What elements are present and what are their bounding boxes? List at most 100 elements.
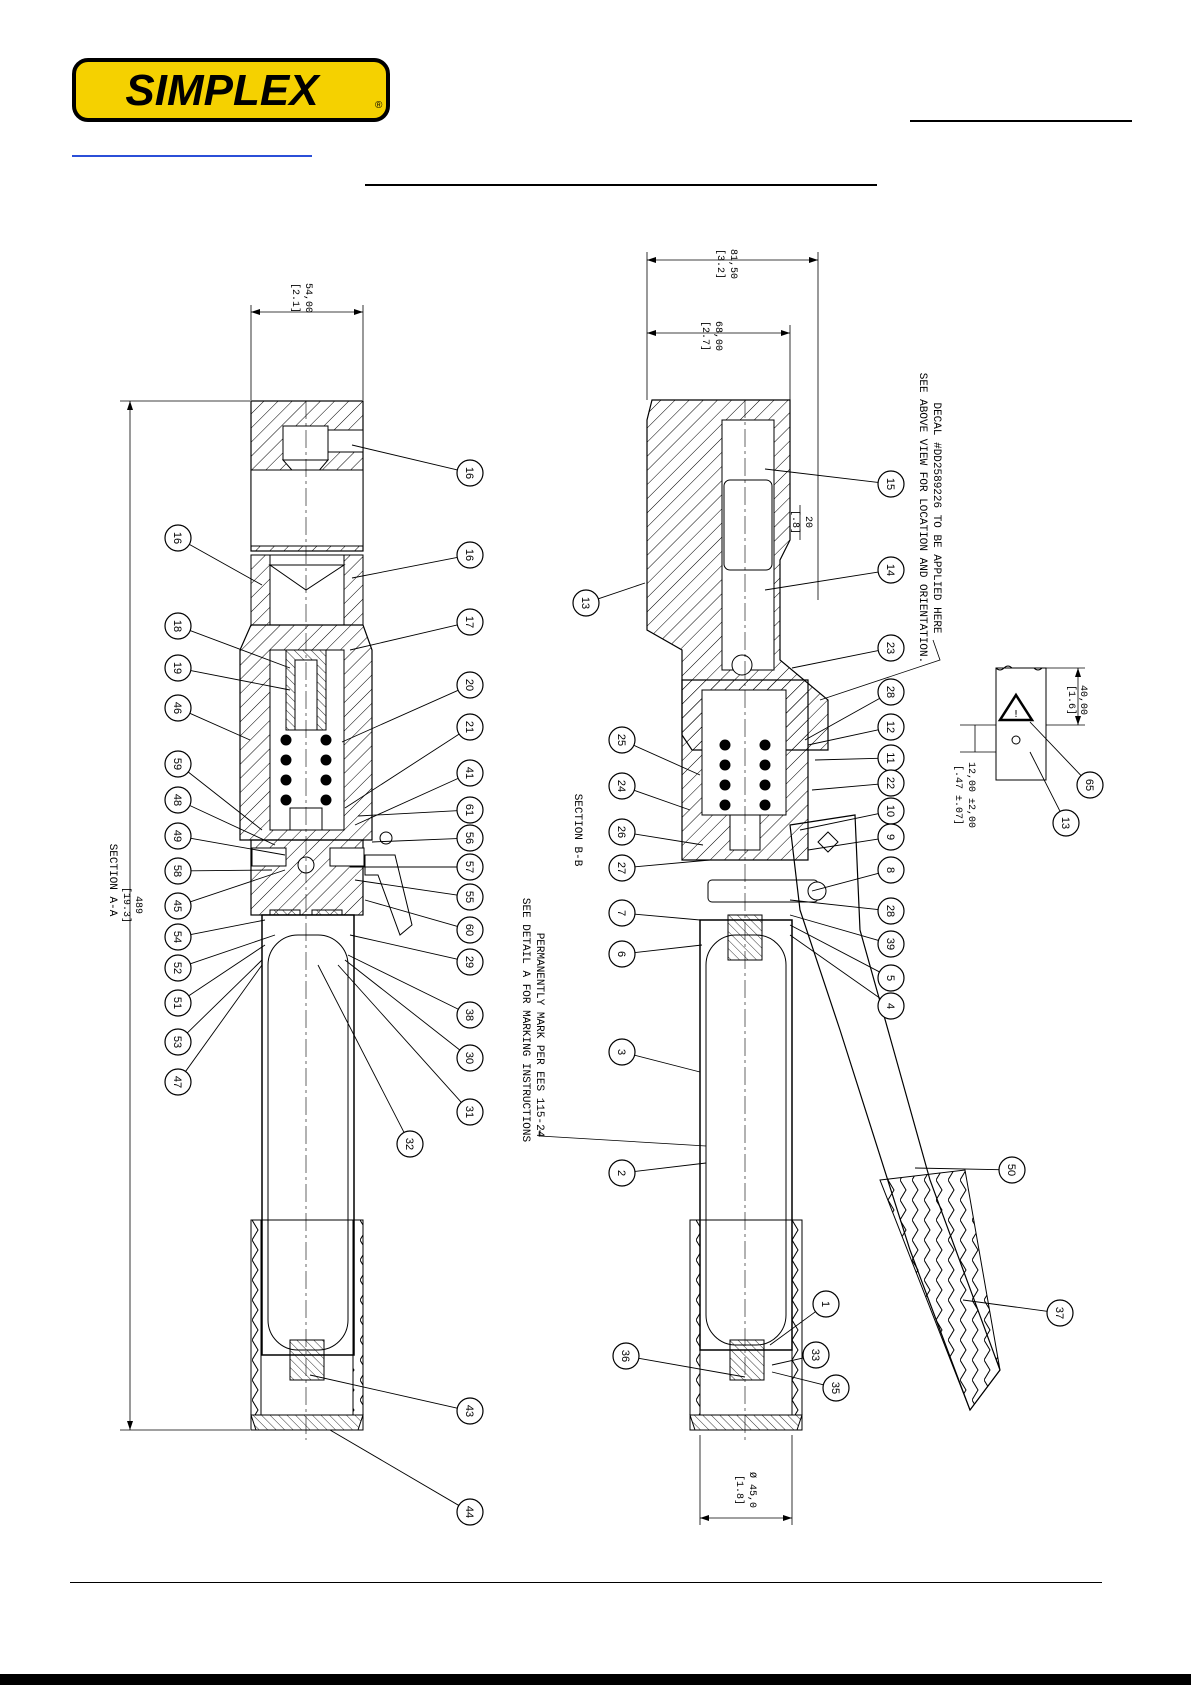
- callout-44: 44: [329, 1429, 484, 1526]
- callout-label: 54: [171, 931, 183, 943]
- callout-14: 14: [764, 556, 905, 591]
- callout-47: 47: [164, 964, 263, 1096]
- callout-label: 5: [884, 975, 896, 981]
- warning-triangle-icon: [997, 692, 1035, 722]
- section-a-label: SECTION A-A: [106, 844, 118, 917]
- callout-65: 65: [1029, 721, 1104, 799]
- callout-46: 46: [164, 694, 251, 741]
- callout-61: 61: [357, 796, 484, 824]
- callout-58: 58: [164, 857, 273, 885]
- callout-label: 51: [171, 997, 183, 1009]
- callout-57: 57: [350, 853, 484, 881]
- callout-56: 56: [371, 824, 484, 852]
- callout-41: 41: [354, 759, 484, 826]
- callout-label: 52: [171, 962, 183, 974]
- callout-label: 24: [615, 780, 627, 792]
- callout-label: 43: [463, 1405, 475, 1417]
- callout-15: 15: [764, 468, 905, 498]
- callout-7: 7: [608, 899, 701, 927]
- callout-label: 1: [819, 1301, 831, 1307]
- callout-51: 51: [164, 944, 266, 1017]
- callout-label: 28: [884, 686, 896, 698]
- callout-1: 1: [769, 1290, 840, 1346]
- section-a-view: 54,00 [2.1] 489 [19.3] SECTION A-A: [106, 283, 413, 1440]
- title-rule: [365, 184, 877, 186]
- marking-note-line1: PERMANENTLY MARK PER EES 115-24: [533, 933, 545, 1138]
- callout-label: 8: [884, 867, 896, 873]
- callout-52: 52: [164, 934, 276, 982]
- callout-50: 50: [914, 1156, 1026, 1184]
- callout-label: 10: [884, 805, 896, 817]
- callout-label: 41: [463, 767, 475, 779]
- callout-label: 6: [615, 951, 627, 957]
- callout-49: 49: [164, 822, 286, 856]
- callout-12: 12: [807, 713, 905, 746]
- callout-label: 28: [884, 905, 896, 917]
- callout-label: 9: [884, 834, 896, 840]
- callout-31: 31: [337, 964, 484, 1126]
- callout-28: 28: [804, 678, 905, 741]
- dim-b-outer-inch: [3.2]: [714, 249, 726, 279]
- callout-4: 4: [789, 934, 905, 1020]
- dim-a-width-value: 54,00: [302, 283, 313, 313]
- callout-27: 27: [608, 854, 711, 882]
- callout-29: 29: [349, 934, 484, 976]
- callout-6: 6: [608, 940, 703, 968]
- simplex-logo: SIMPLEX ®: [72, 58, 390, 122]
- callout-label: 16: [171, 532, 183, 544]
- callout-label: 61: [463, 804, 475, 816]
- callout-18: 18: [164, 612, 291, 669]
- callout-label: 3: [615, 1049, 627, 1055]
- decal-note-line1: DECAL #DD2589226 TO BE APPLIED HERE: [930, 402, 942, 633]
- callout-label: 11: [884, 752, 896, 763]
- callout-3: 3: [608, 1038, 701, 1073]
- callout-32: 32: [317, 964, 424, 1158]
- callout-label: 18: [171, 620, 183, 632]
- callout-label: 36: [619, 1350, 631, 1362]
- detail-dim-offset-value: 12,00 ±2,00: [965, 762, 976, 828]
- callout-37: 37: [962, 1299, 1074, 1327]
- callout-label: 49: [171, 830, 183, 842]
- callout-label: 19: [171, 662, 183, 674]
- callout-label: 38: [463, 1009, 475, 1021]
- callout-label: 53: [171, 1036, 183, 1048]
- callout-label: 55: [463, 891, 475, 903]
- callout-55: 55: [354, 879, 484, 911]
- callout-39: 39: [789, 914, 905, 958]
- callout-label: 21: [463, 721, 475, 733]
- callout-label: 14: [884, 564, 896, 576]
- callout-label: 60: [463, 924, 475, 936]
- warning-mark: !: [1014, 709, 1018, 720]
- callout-26: 26: [608, 818, 704, 846]
- detail-dim-height-value: 40,00: [1077, 685, 1088, 715]
- callout-label: 15: [884, 478, 896, 490]
- dim-b-outer-value: 81,50: [727, 249, 738, 279]
- callout-label: 56: [463, 832, 475, 844]
- callout-label: 13: [579, 597, 591, 609]
- callout-28: 28: [789, 897, 905, 925]
- dim-b-dia-inch: [1.8]: [733, 1475, 745, 1505]
- callout-17: 17: [349, 608, 484, 651]
- header-link-underline[interactable]: [72, 155, 312, 157]
- logo-text: SIMPLEX: [125, 66, 321, 115]
- callout-label: 35: [829, 1382, 841, 1394]
- callout-label: 16: [463, 549, 475, 561]
- callout-label: 27: [615, 862, 627, 874]
- callout-label: 7: [615, 910, 627, 916]
- dim-b-inner-inch: [2.7]: [699, 321, 711, 351]
- callout-21: 21: [344, 713, 484, 809]
- footer-rule: [70, 1582, 1102, 1583]
- callout-36: 36: [612, 1342, 746, 1378]
- callout-label: 65: [1083, 779, 1095, 791]
- dim-a-height-inch: [19.3]: [120, 887, 132, 923]
- callout-53: 53: [164, 959, 263, 1056]
- callout-label: 57: [463, 861, 475, 873]
- callout-20: 20: [341, 671, 484, 743]
- callout-13: 13: [572, 582, 646, 617]
- marking-note-line2: SEE DETAIL A FOR MARKING INSTRUCTIONS: [519, 898, 531, 1143]
- callout-11: 11: [814, 744, 905, 772]
- callout-label: 31: [463, 1106, 475, 1118]
- decal-note-line2: SEE ABOVE VIEW FOR LOCATION AND ORIENTAT…: [916, 373, 928, 663]
